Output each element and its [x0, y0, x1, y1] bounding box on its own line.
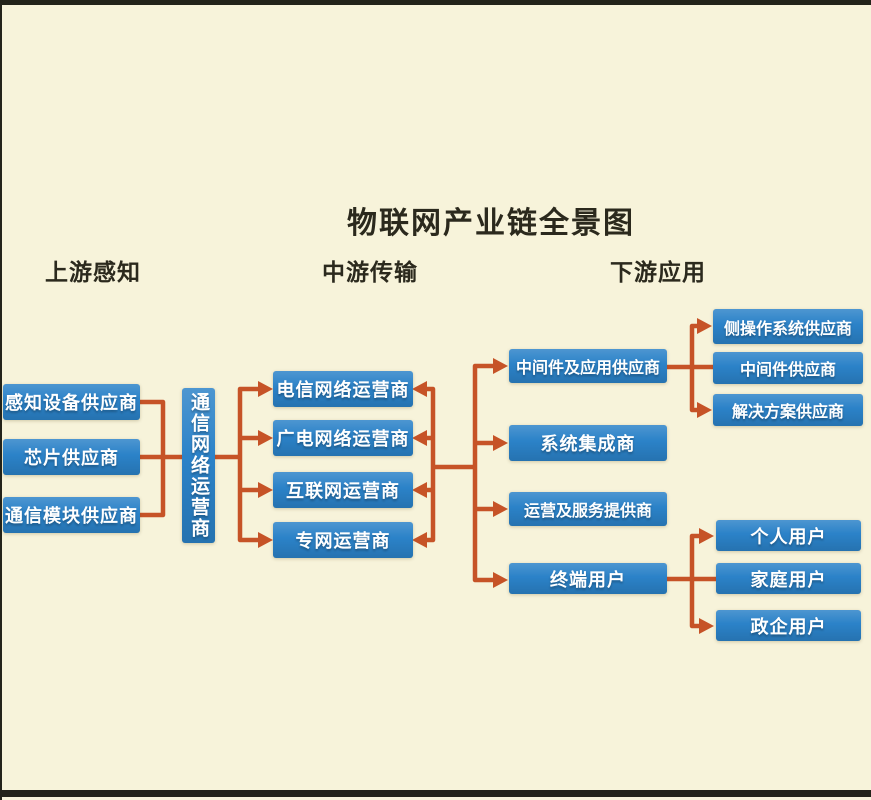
diagram-title: 物联网产业链全景图: [347, 207, 635, 240]
letterbox-bar-bottom: [0, 790, 871, 797]
node-internet-operator: 互联网运营商: [273, 472, 413, 508]
node-chip-supplier: 芯片供应商: [3, 439, 140, 475]
letterbox-bar-left: [0, 0, 2, 800]
lane-label-downstream: 下游应用: [610, 259, 706, 285]
connector-spine-to-downstream-roles: [472, 358, 508, 588]
letterbox-bar-top: [0, 0, 871, 5]
node-middleware-app-supplier: 中间件及应用供应商: [509, 349, 667, 383]
node-broadcast-network-operator: 广电网络运营商: [273, 420, 413, 456]
node-household-user: 家庭用户: [716, 563, 861, 594]
node-comm-network-operator-hub: 通信网络运营商: [182, 388, 215, 543]
node-os-supplier: 侧操作系统供应商: [713, 309, 863, 344]
node-government-enterprise-user: 政企用户: [716, 610, 861, 641]
node-sensing-device-supplier: 感知设备供应商: [3, 384, 140, 420]
node-operation-service-provider: 运营及服务提供商: [509, 492, 667, 526]
connector-end-user-branch: [667, 528, 716, 634]
node-system-integrator: 系统集成商: [509, 425, 667, 461]
lane-label-upstream: 上游感知: [45, 259, 141, 285]
connector-upstream-bracket: [140, 399, 182, 518]
node-personal-user: 个人用户: [716, 520, 861, 551]
connector-middleware-branch: [667, 318, 713, 418]
connector-downstream-to-operators: [412, 381, 475, 548]
node-solution-supplier: 解决方案供应商: [713, 394, 863, 426]
connector-hub-to-operators: [215, 381, 273, 548]
node-middleware-supplier: 中间件供应商: [713, 352, 863, 384]
node-telecom-network-operator: 电信网络运营商: [273, 371, 413, 407]
node-end-user: 终端用户: [509, 563, 667, 594]
node-comm-module-supplier: 通信模块供应商: [3, 497, 140, 533]
lane-label-midstream: 中游传输: [322, 259, 418, 285]
node-private-network-operator: 专网运营商: [273, 522, 413, 558]
